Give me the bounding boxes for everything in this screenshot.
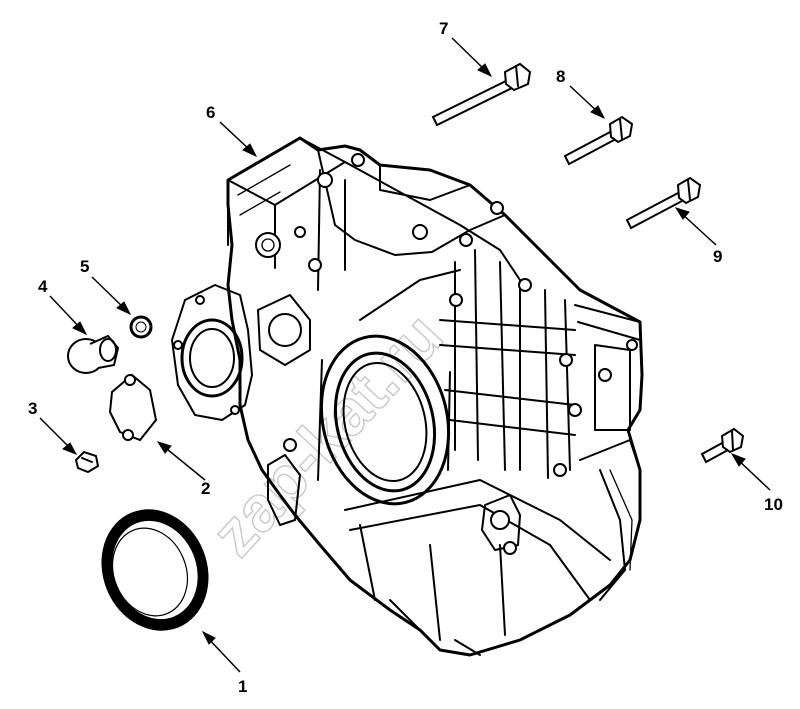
flywheel-housing: [171, 136, 644, 657]
callout-7: 7: [439, 19, 448, 38]
plug-part-4: [67, 334, 120, 374]
crankshaft-seal-part-1: [101, 509, 209, 631]
callout-1: 1: [238, 677, 247, 696]
bolt-part-8: [563, 115, 634, 166]
callout-labels: 1 2 3 4 5 6 7 8 9 10: [28, 19, 783, 696]
callout-4: 4: [38, 277, 48, 296]
bolt-part-10: [700, 427, 745, 464]
o-ring-part-5: [129, 315, 153, 339]
callout-10: 10: [764, 495, 783, 514]
bolt-part-3: [74, 450, 100, 474]
callout-2: 2: [201, 479, 210, 498]
leader-arrows: [39, 37, 771, 673]
callout-5: 5: [80, 257, 89, 276]
callout-3: 3: [28, 399, 37, 418]
callout-8: 8: [556, 67, 565, 86]
callout-6: 6: [206, 103, 215, 122]
cover-plate-part-2: [108, 373, 158, 442]
bolt-part-7: [431, 62, 532, 127]
callout-9: 9: [713, 247, 722, 266]
bolt-part-9: [625, 176, 702, 230]
